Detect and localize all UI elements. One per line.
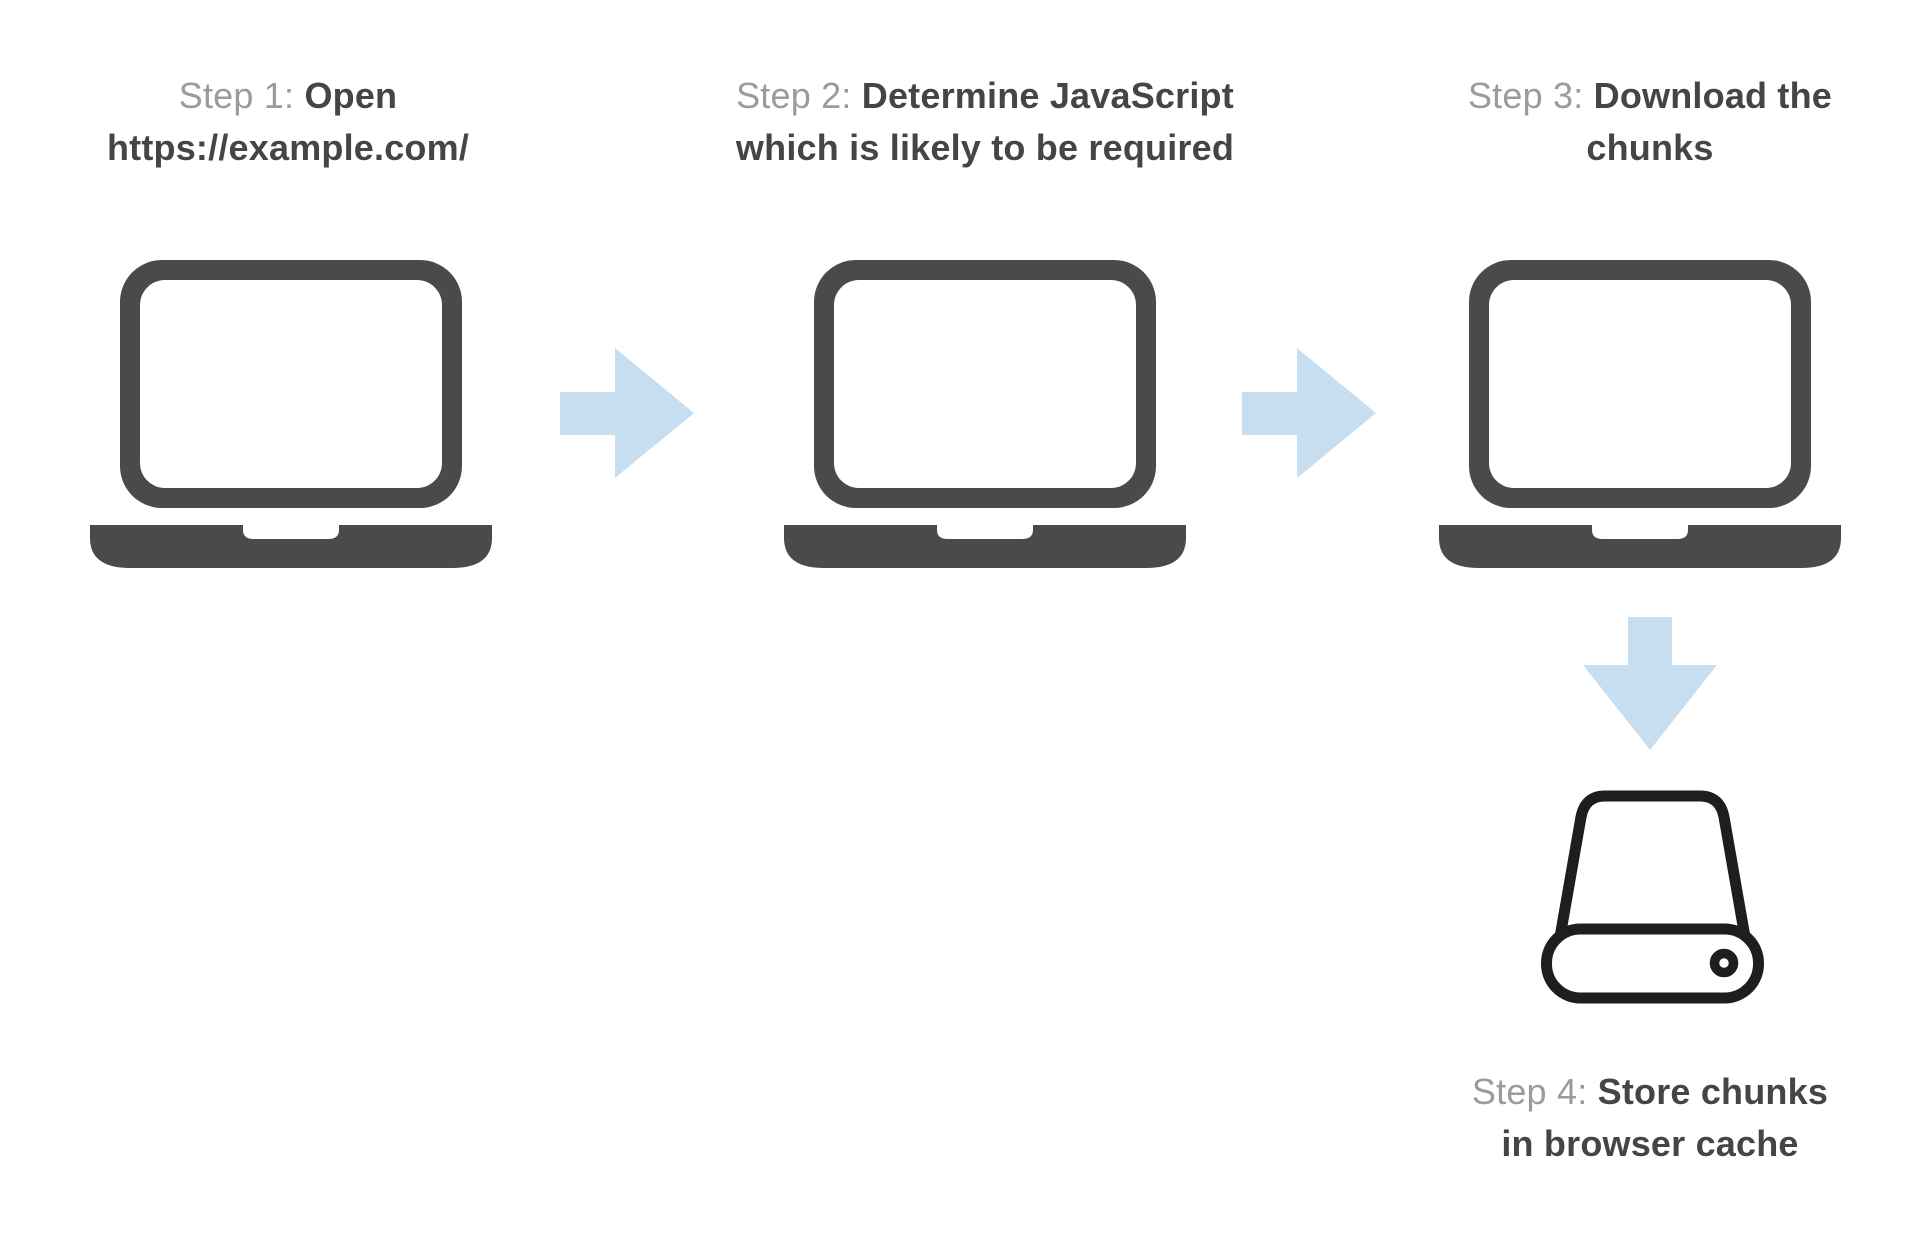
step-3-title-line1: Download the (1593, 75, 1833, 116)
step-2-label: Step 2: (736, 75, 852, 116)
arrow-down-icon (1583, 617, 1717, 750)
step-3-caption: Step 3: Download the chunks (1430, 70, 1870, 174)
step-1-caption: Step 1: Open https://example.com/ (63, 70, 513, 174)
step-4-caption: Step 4: Store chunks in browser cache (1460, 1066, 1840, 1170)
step-2-title-line1: Determine JavaScript (861, 75, 1234, 116)
hard-drive-icon (1541, 790, 1764, 1004)
step-2-caption: Step 2: Determine JavaScript which is li… (695, 70, 1275, 174)
step-2-title-line2: which is likely to be required (735, 127, 1235, 168)
step-4-title-line2: in browser cache (1501, 1123, 1799, 1164)
step-1-title-line1: Open (304, 75, 398, 116)
arrow-right-icon (1242, 348, 1376, 478)
laptop-icon (1439, 260, 1841, 568)
step-1-label: Step 1: (178, 75, 295, 116)
step-4-title-line1: Store chunks (1597, 1071, 1829, 1112)
step-1-title-line2: https://example.com/ (106, 127, 470, 168)
arrow-right-icon (560, 348, 694, 478)
step-3-title-line2: chunks (1586, 127, 1714, 168)
laptop-icon (784, 260, 1186, 568)
laptop-icon (90, 260, 492, 568)
step-4-label: Step 4: (1471, 1071, 1588, 1112)
step-3-label: Step 3: (1467, 75, 1584, 116)
